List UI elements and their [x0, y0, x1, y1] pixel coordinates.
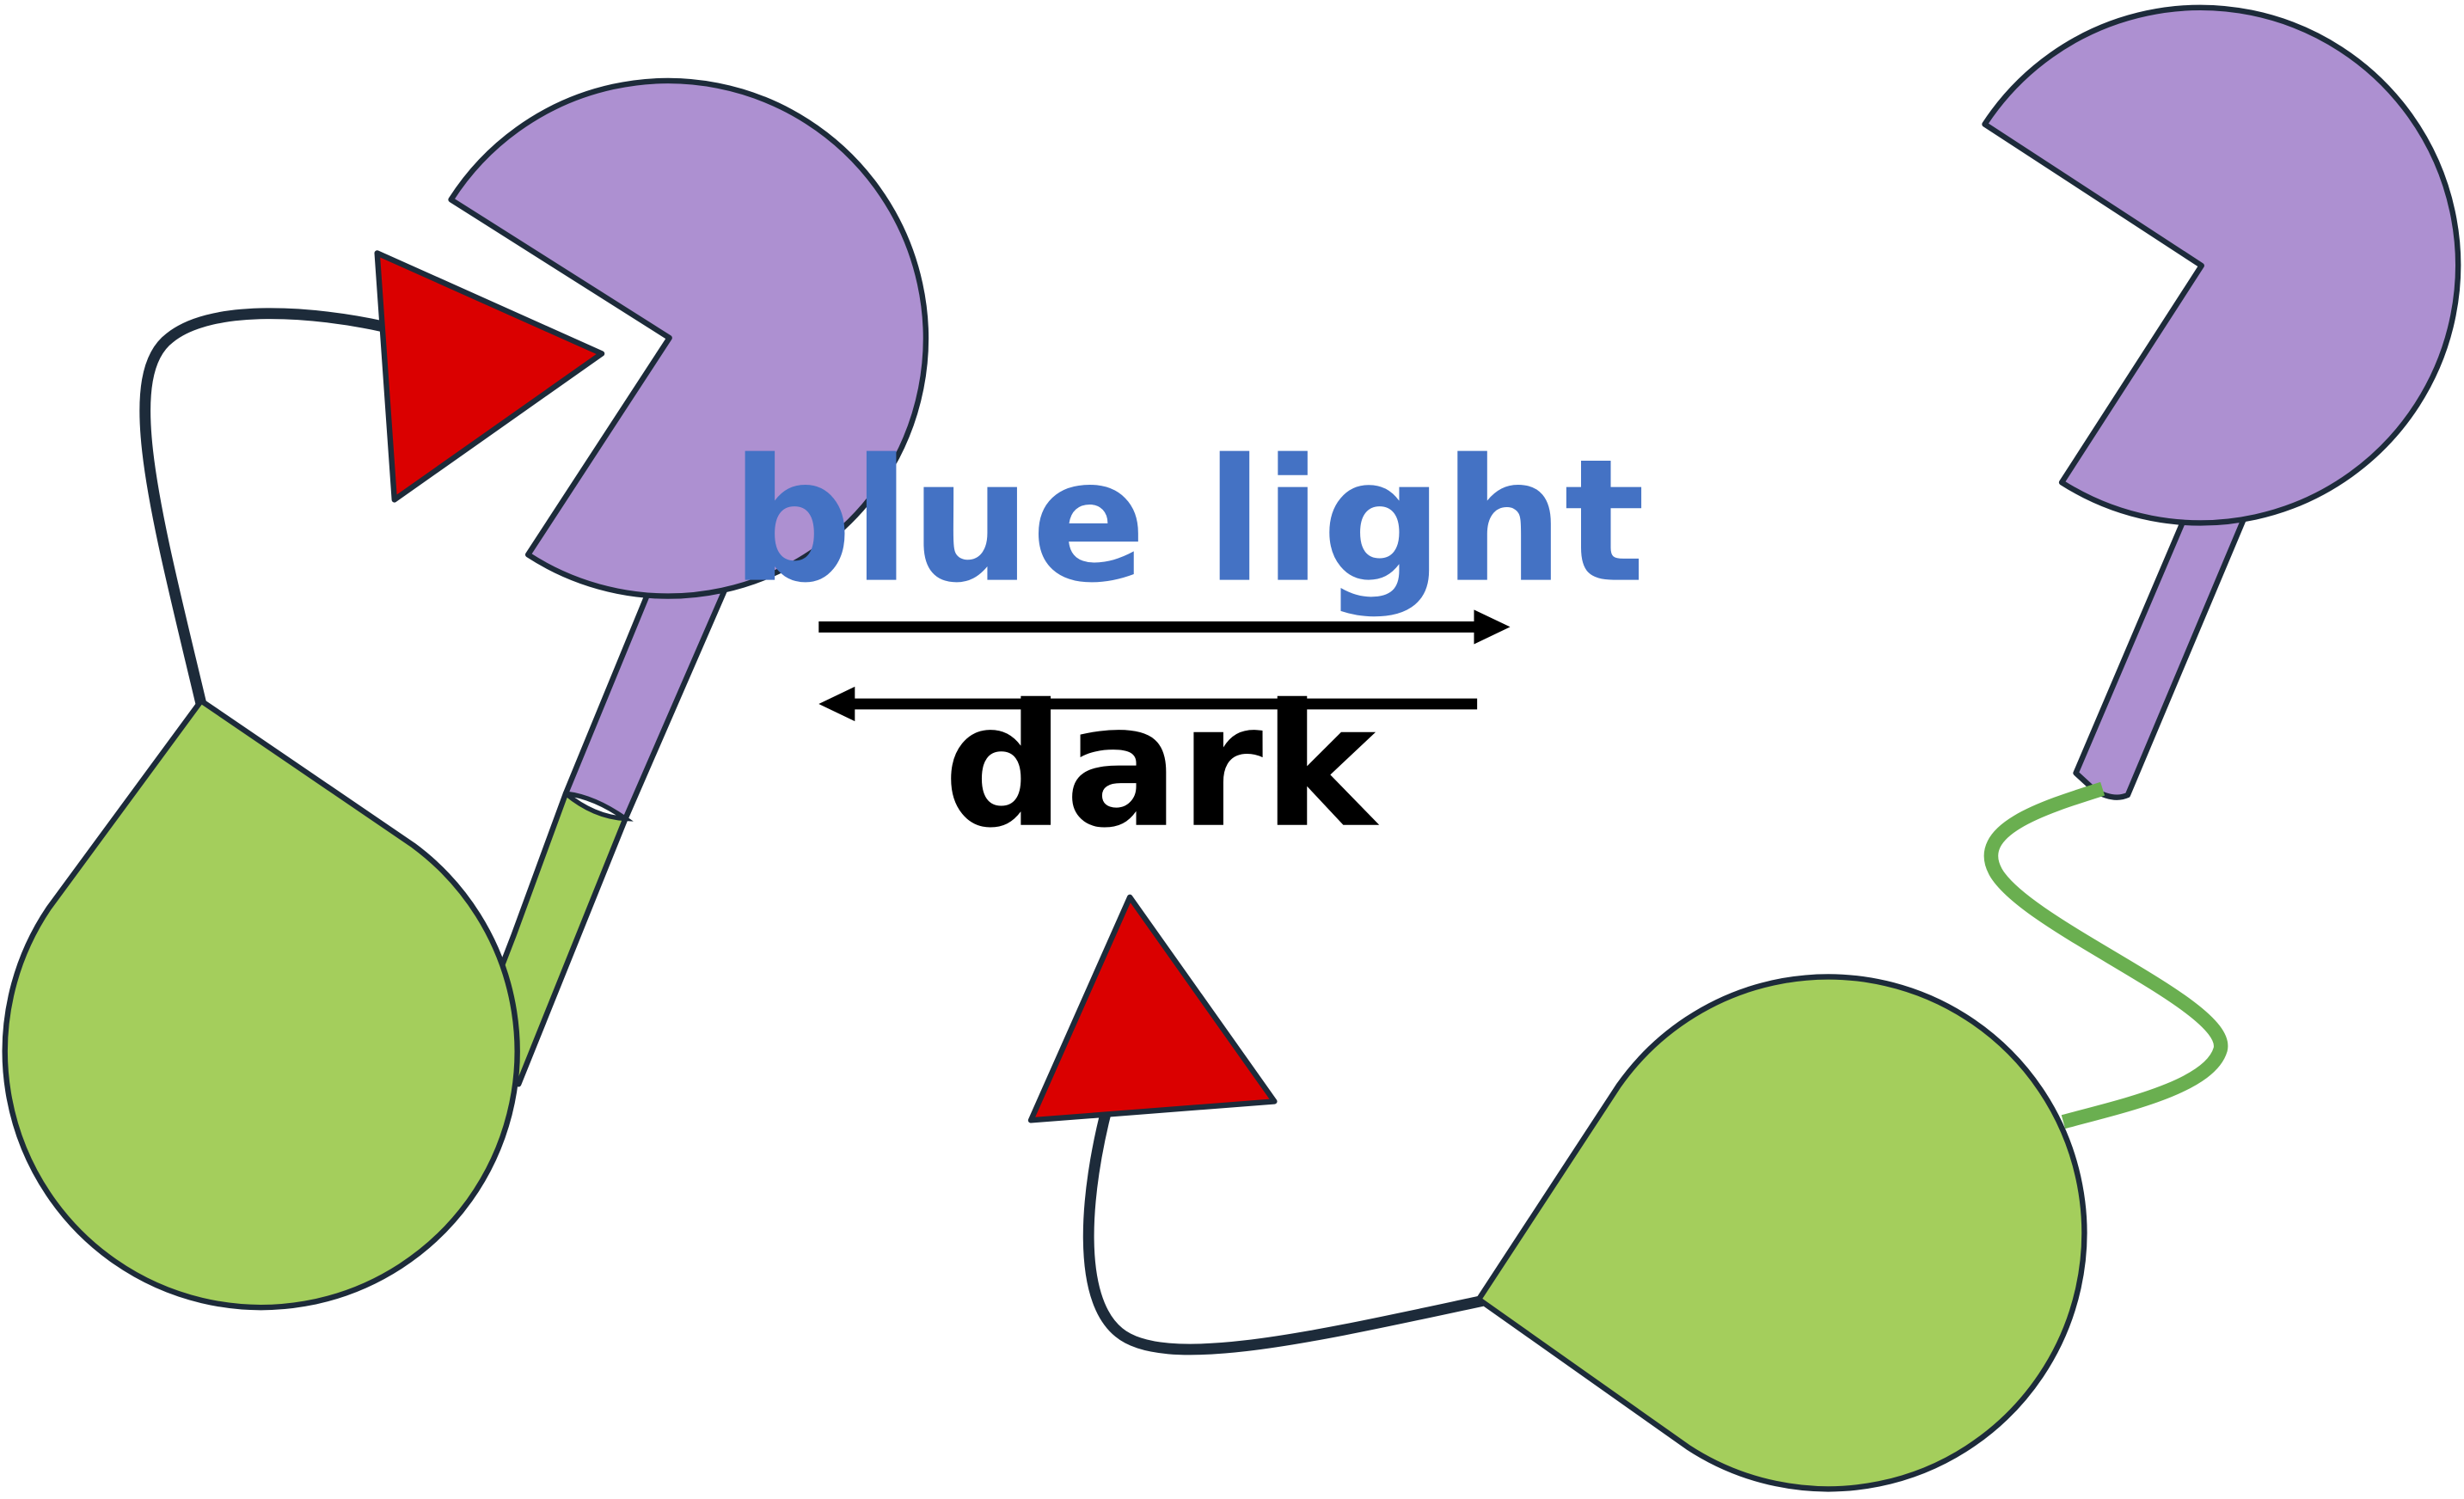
left-dark-linker [139, 308, 391, 710]
left-purple-stalk [562, 588, 727, 822]
reverse-arrow-head [818, 686, 855, 722]
transition-arrows: blue light dark [731, 423, 1646, 866]
right-purple-domain [1982, 4, 2461, 526]
right-state [1027, 4, 2461, 1492]
left-ligand-triangle [374, 250, 605, 503]
forward-label: blue light [731, 423, 1646, 621]
left-purple-domain [448, 77, 929, 599]
right-dark-linker [1082, 1098, 1488, 1355]
right-ligand-triangle [1027, 894, 1278, 1123]
left-state [2, 77, 929, 1311]
left-stalk-junction [564, 791, 634, 822]
left-green-domain [2, 698, 520, 1311]
right-purple-stalk [2073, 516, 2247, 800]
forward-arrow-head [1474, 609, 1511, 645]
right-green-linker [1983, 781, 2228, 1129]
right-green-domain [1475, 974, 2087, 1492]
reverse-label: dark [943, 668, 1380, 866]
